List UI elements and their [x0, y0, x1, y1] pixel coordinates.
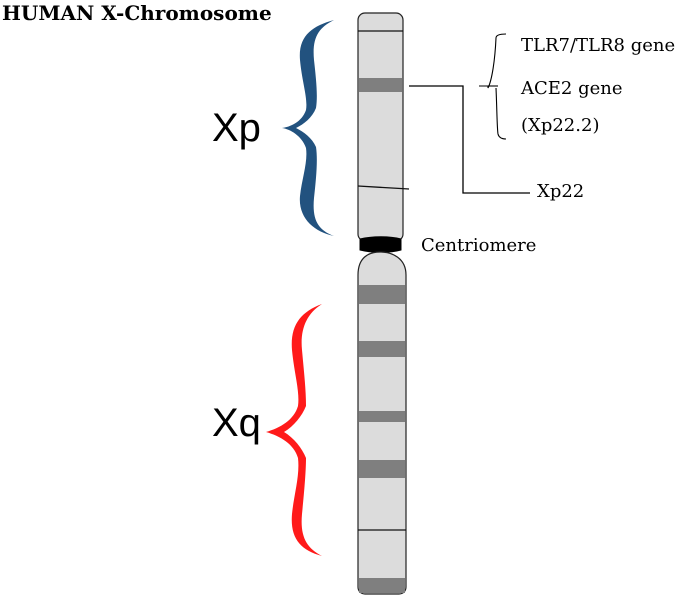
q-arm-band-5	[359, 578, 405, 593]
xq-brace	[266, 304, 322, 556]
xp22-leader-line	[409, 85, 530, 194]
gene-label-ace2: ACE2 gene	[520, 78, 623, 99]
diagram-title: HUMAN X-Chromosome	[2, 1, 272, 25]
centromere	[359, 236, 402, 253]
chromosome-p-arm	[357, 12, 410, 242]
p-arm-band-line-xp22-boundary	[357, 185, 410, 190]
q-arm-band-1	[359, 285, 405, 304]
centromere-label: Centriomere	[421, 235, 536, 256]
q-arm-band-3	[359, 411, 405, 422]
chromosome-q-arm	[357, 251, 407, 595]
q-arm-band-4	[359, 460, 405, 478]
band-label-xp22: Xp22	[537, 181, 584, 202]
p-arm-band-xp22-2	[359, 78, 402, 92]
xp-brace	[282, 20, 334, 236]
gene-label-tlr7-tlr8: TLR7/TLR8 gene	[521, 35, 675, 56]
p-arm-body	[357, 12, 404, 242]
xp-label: Xp	[212, 106, 261, 150]
q-arm-band-2	[359, 341, 405, 357]
xq-label: Xq	[212, 401, 261, 445]
gene-label-xp22-2: (Xp22.2)	[521, 115, 599, 136]
